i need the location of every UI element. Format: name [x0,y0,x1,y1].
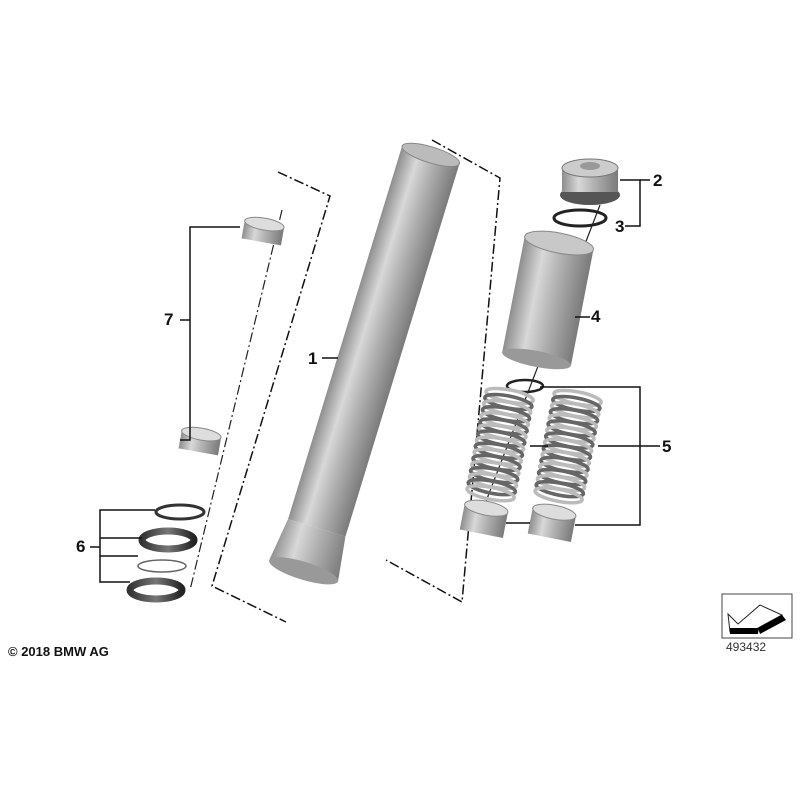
dash-dot-brackets [211,139,501,623]
bushing-part-7a [241,216,285,246]
spring-coil [533,486,584,505]
bushing-part-5a [459,499,509,538]
bushing-part-5b [527,503,577,542]
label-part-1: 1 [308,349,318,368]
label-part-6: 6 [76,537,86,556]
spring-part-5a [465,386,535,503]
back-arrow-icon[interactable] [721,593,793,639]
diagram-number: 493432 [726,640,767,654]
sleeve-part-4 [502,230,594,370]
label-part-3: 3 [615,217,625,236]
spring-part-5b [533,388,603,505]
spring-coil [534,479,586,499]
label-part-5: 5 [662,437,672,456]
ring-part-5 [505,378,545,394]
label-part-4: 4 [591,307,601,326]
spring-coil [465,484,516,503]
cap-part-2 [560,158,620,205]
label-part-7: 7 [164,310,174,329]
spring-coil [466,477,518,497]
leader-lines [90,179,660,583]
fork-tube-part-1 [269,142,461,585]
seal-rings-part-6 [126,503,206,603]
o-ring-part-3 [552,208,608,228]
bushing-part-7b [178,426,222,456]
copyright-text: © 2018 BMW AG [8,644,109,659]
label-part-2: 2 [653,171,663,190]
